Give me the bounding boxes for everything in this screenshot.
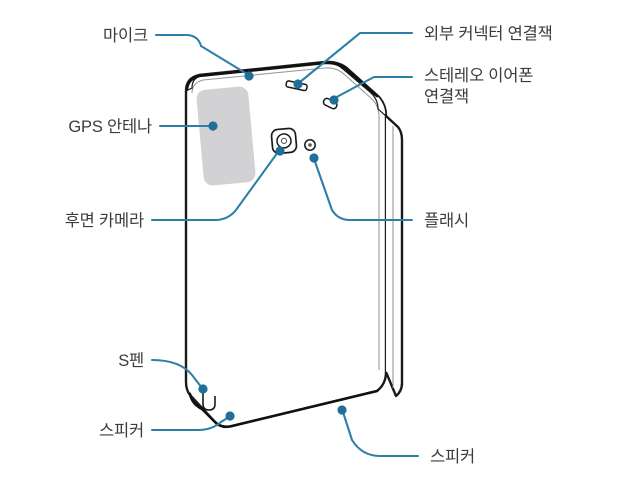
dot-external-connector [293, 79, 303, 89]
callout-label-rear-camera: 후면 카메라 [64, 212, 144, 230]
dot-s-pen [198, 384, 208, 394]
leader-speaker-left [150, 415, 231, 432]
leader-mic [154, 33, 249, 76]
callout-dots [198, 71, 347, 421]
dot-gps-antenna [208, 121, 218, 131]
tablet-side-edge [384, 115, 404, 398]
leader-rear-camera [150, 150, 280, 222]
tablet-top-rim [185, 61, 379, 98]
callout-label-speaker-right: 스피커 [430, 448, 475, 466]
callout-label-flash: 플래시 [424, 212, 469, 230]
tablet-bottom-rim [188, 389, 379, 429]
callout-label-mic: 마이크 [103, 27, 148, 45]
callout-label-gps-antenna: GPS 안테나 [68, 118, 152, 136]
callout-label-external-connector: 외부 커넥터 연결잭 [424, 25, 553, 43]
dot-speaker-left [225, 411, 235, 421]
leader-external-connector [298, 31, 414, 84]
callout-label-stereo-earphone-jack: 스테레오 이어폰 연결잭 [424, 67, 534, 106]
dot-stereo-earphone-jack [329, 95, 339, 105]
callout-label-s-pen: S펜 [118, 352, 144, 370]
dot-speaker-right [337, 405, 347, 415]
leader-flash [311, 154, 414, 222]
gps-antenna-patch [196, 86, 256, 186]
leader-s-pen [150, 358, 204, 390]
s-pen-slot [202, 392, 216, 411]
dot-rear-camera [275, 146, 285, 156]
tablet-body [184, 60, 404, 429]
callout-label-speaker-left: 스피커 [99, 422, 144, 440]
callout-leaders [150, 31, 420, 458]
dot-mic [244, 71, 254, 81]
leader-speaker-right [341, 410, 420, 458]
camera-flash [304, 139, 316, 151]
dot-flash [309, 153, 319, 163]
leader-stereo-earphone-jack [331, 75, 414, 101]
